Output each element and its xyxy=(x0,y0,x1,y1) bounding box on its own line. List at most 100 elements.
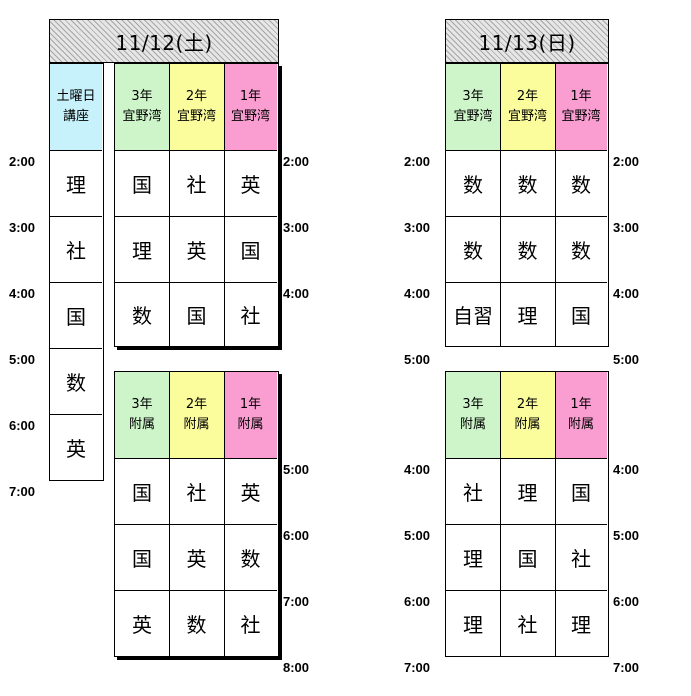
cell-text: 3年 xyxy=(131,89,153,104)
time-label: 3:00 xyxy=(613,220,640,235)
saturday-lecture-header: 土曜日 講座 xyxy=(50,64,102,151)
cell-text: 英 xyxy=(66,436,86,461)
cell-text: 附属 xyxy=(459,417,486,432)
column-divider xyxy=(224,372,225,656)
column-divider xyxy=(224,64,225,346)
schedule-cell: 数 xyxy=(555,217,607,283)
column-divider xyxy=(169,64,170,346)
schedule-cell: 社 xyxy=(500,591,555,655)
cell-text: 数 xyxy=(517,239,538,263)
cell-text: 英 xyxy=(132,612,152,637)
time-label: 5:00 xyxy=(613,352,640,367)
cell-text: 国 xyxy=(132,547,152,571)
schedule-cell: 国 xyxy=(115,525,169,591)
schedule-cell: 国 xyxy=(555,283,607,345)
schedule-cell: 国 xyxy=(169,283,224,345)
cell-text: 附属 xyxy=(567,417,594,432)
cell-text: 国 xyxy=(186,303,207,328)
grade2-header: 2年附属 xyxy=(500,372,555,459)
lecture-cell: 社 xyxy=(50,217,102,283)
column-divider xyxy=(500,372,501,656)
cell-text: 数 xyxy=(132,303,152,328)
cell-text: 理 xyxy=(66,173,86,197)
header-line: 土曜日 xyxy=(56,89,96,104)
time-label: 2:00 xyxy=(613,154,640,169)
time-label: 7:00 xyxy=(283,594,310,609)
schedule-cell: 理 xyxy=(555,591,607,655)
cell-text: 附属 xyxy=(514,417,541,432)
cell-text: 数 xyxy=(240,547,261,571)
grade3-header: 3年宜野湾 xyxy=(446,64,500,151)
time-label: 7:00 xyxy=(613,660,640,675)
cell-text: 国 xyxy=(132,481,152,505)
cell-text: 数 xyxy=(571,239,591,263)
grade2-header: 2年附属 xyxy=(169,372,224,459)
grade1-header: 1年宜野湾 xyxy=(555,64,607,151)
schedule-cell: 国 xyxy=(224,217,277,283)
sat-ginowan-table: 3年宜野湾 2年宜野湾 1年宜野湾 国 社 英 理 英 国 数 国 社 xyxy=(114,63,279,347)
cell-text: 国 xyxy=(66,305,86,329)
cell-text: 社 xyxy=(571,547,591,571)
time-label: 8:00 xyxy=(283,660,310,675)
time-label: 6:00 xyxy=(613,594,640,609)
cell-text: 3年 xyxy=(462,89,484,104)
cell-text: 社 xyxy=(186,173,207,197)
time-label: 4:00 xyxy=(404,462,431,477)
schedule-cell: 理 xyxy=(446,525,500,591)
schedule-cell: 数 xyxy=(169,591,224,655)
time-label: 5:00 xyxy=(9,352,36,367)
cell-text: 社 xyxy=(240,612,261,637)
time-label: 6:00 xyxy=(283,528,310,543)
time-label: 2:00 xyxy=(9,154,36,169)
time-label: 2:00 xyxy=(283,154,310,169)
lecture-cell: 英 xyxy=(50,415,102,479)
cell-text: 2年 xyxy=(516,397,539,412)
schedule-cell: 社 xyxy=(169,459,224,525)
column-divider xyxy=(555,372,556,656)
schedule-cell: 理 xyxy=(500,283,555,345)
cell-text: 国 xyxy=(517,547,538,571)
cell-text: 自習 xyxy=(453,303,493,328)
schedule-cell: 国 xyxy=(115,459,169,525)
schedule-cell: 社 xyxy=(224,591,277,655)
time-label: 3:00 xyxy=(9,220,36,235)
schedule-cell: 社 xyxy=(446,459,500,525)
column-divider xyxy=(169,372,170,656)
time-label: 4:00 xyxy=(9,286,36,301)
schedule-cell: 国 xyxy=(115,151,169,217)
time-label: 3:00 xyxy=(283,220,310,235)
schedule-cell: 英 xyxy=(169,217,224,283)
cell-text: 数 xyxy=(66,371,86,395)
cell-text: 理 xyxy=(571,612,591,637)
schedule-cell: 英 xyxy=(115,591,169,655)
column-divider xyxy=(555,64,556,346)
cell-text: 理 xyxy=(517,481,538,505)
schedule-cell: 数 xyxy=(555,151,607,217)
sun-fuzoku-table: 3年附属 2年附属 1年附属 社 理 国 理 国 社 理 社 理 xyxy=(445,371,609,657)
time-label: 7:00 xyxy=(404,660,431,675)
sun-ginowan-table: 3年宜野湾 2年宜野湾 1年宜野湾 数 数 数 数 数 数 自習 理 国 xyxy=(445,63,609,347)
schedule-cell: 数 xyxy=(115,283,169,345)
time-label: 5:00 xyxy=(283,462,310,477)
cell-text: 理 xyxy=(463,547,483,571)
grade1-header: 1年附属 xyxy=(224,372,277,459)
cell-text: 国 xyxy=(132,173,152,197)
cell-text: 附属 xyxy=(237,417,264,432)
time-label: 4:00 xyxy=(404,286,431,301)
cell-text: 数 xyxy=(571,173,591,197)
lecture-cell: 国 xyxy=(50,283,102,349)
column-divider xyxy=(500,64,501,346)
cell-text: 宜野湾 xyxy=(230,109,270,124)
cell-text: 2年 xyxy=(185,89,208,104)
grade3-header: 3年附属 xyxy=(446,372,500,459)
grade2-header: 2年宜野湾 xyxy=(169,64,224,151)
time-label: 3:00 xyxy=(404,220,431,235)
header-line: 講座 xyxy=(62,109,89,124)
cell-text: 英 xyxy=(186,239,207,263)
cell-text: 3年 xyxy=(131,397,153,412)
cell-text: 2年 xyxy=(185,397,208,412)
schedule-cell: 英 xyxy=(224,459,277,525)
cell-text: 国 xyxy=(240,239,261,263)
schedule-cell: 国 xyxy=(500,525,555,591)
